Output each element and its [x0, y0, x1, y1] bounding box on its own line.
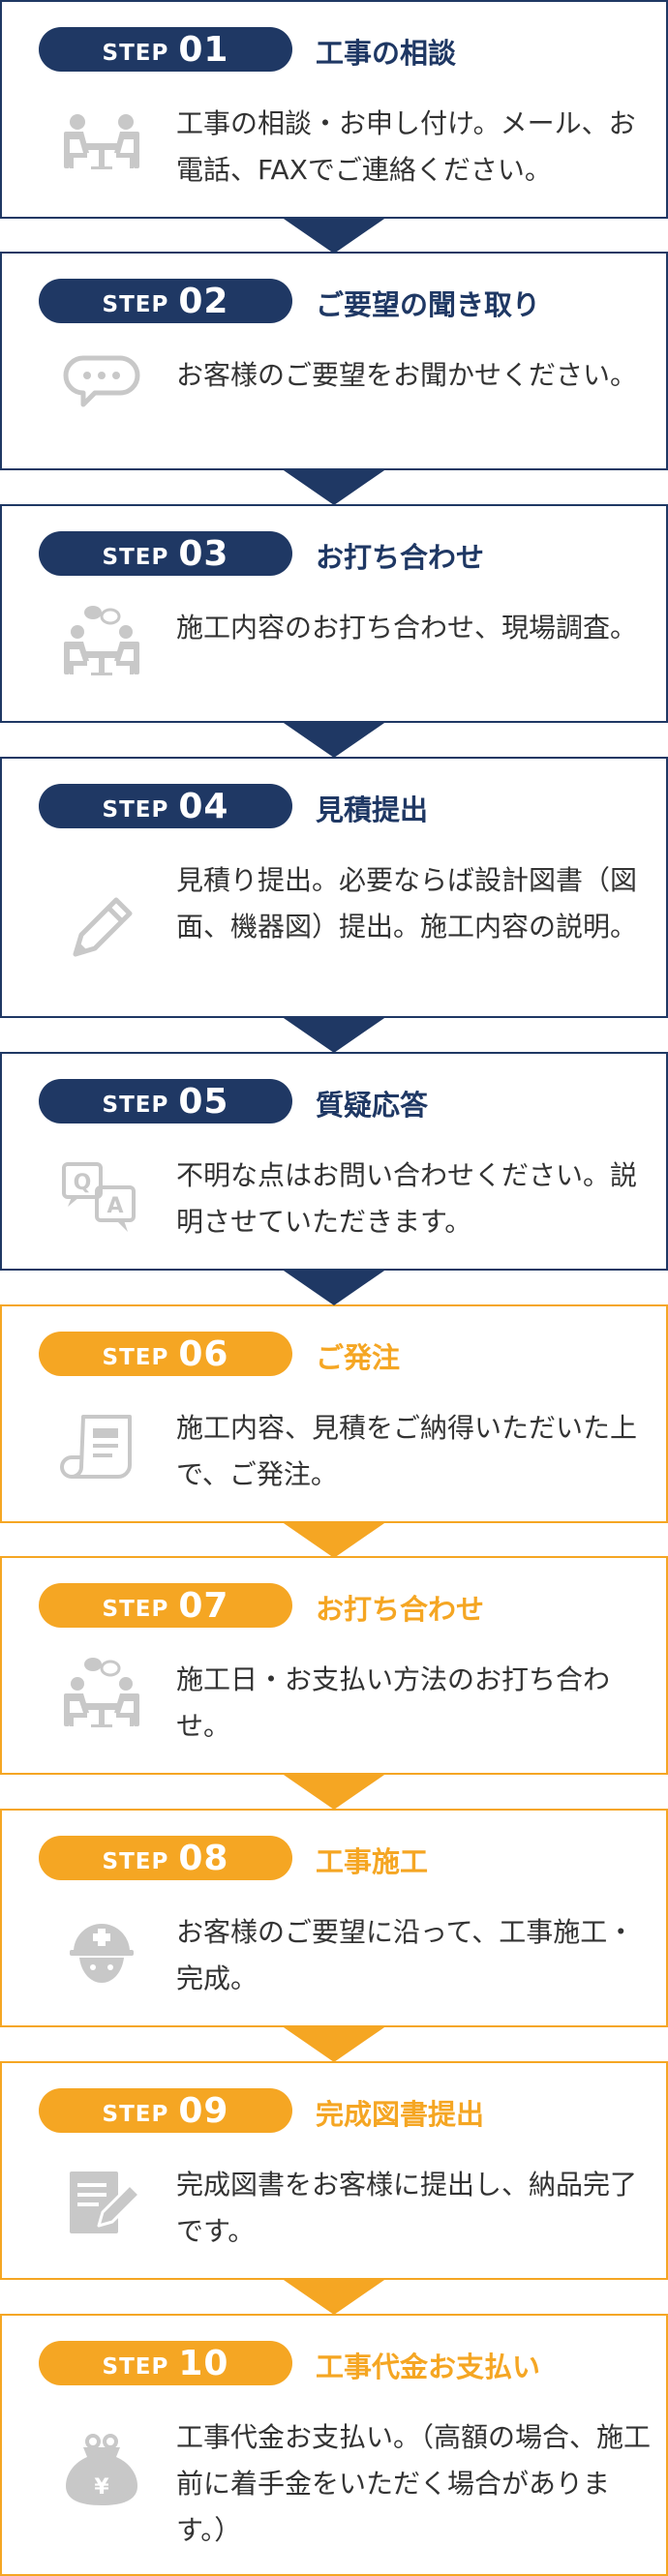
- step-description: 施工内容のお打ち合わせ、現場調査。: [176, 612, 638, 644]
- step-card-09: STEP 09 完成図書提出 完成図書をお客様に提出し、納品完了です。: [0, 2061, 668, 2280]
- step-card-06: STEP 06 ご発注 施工内容、見積をご納得いただいた上で、ご発注。: [0, 1304, 668, 1523]
- step-badge: STEP 06: [39, 1332, 292, 1376]
- step-badge-label: STEP: [102, 545, 169, 570]
- step-badge-number: 04: [178, 786, 229, 826]
- step-badge-number: 09: [178, 2090, 229, 2131]
- step-badge: STEP 08: [39, 1836, 292, 1880]
- step-badge-label: STEP: [102, 1093, 169, 1118]
- step-badge-number: 07: [178, 1585, 229, 1626]
- step-title: 完成図書提出: [316, 2098, 485, 2131]
- yen-purse-icon: ¥: [58, 2430, 145, 2517]
- step-arrow: [281, 721, 387, 758]
- step-description: 不明な点はお問い合わせください。説明させていただきます。: [176, 1159, 638, 1238]
- step-description: 施工日・お支払い方法のお打ち合わせ。: [176, 1663, 611, 1742]
- step-card-05: STEP 05 質疑応答 Q A 不明な点はお問い合わせください。説明させていた…: [0, 1052, 668, 1271]
- step-badge: STEP 03: [39, 531, 292, 576]
- step-badge: STEP 05: [39, 1079, 292, 1123]
- step-badge: STEP 09: [39, 2088, 292, 2133]
- svg-text:A: A: [106, 1194, 123, 1218]
- step-description: 見積り提出。必要ならば設計図書（図面、機器図）提出。施工内容の説明。: [176, 864, 638, 943]
- svg-text:¥: ¥: [94, 2475, 109, 2500]
- step-card-04: STEP 04 見積提出 見積り提出。必要ならば設計図書（図面、機器図）提出。施…: [0, 757, 668, 1018]
- step-description: 工事代金お支払い。（高額の場合、施工前に着手金をいただく場合があります。）: [176, 2421, 652, 2546]
- step-description: 工事の相談・お申し付け。メール、お電話、FAXでご連絡ください。: [176, 107, 636, 186]
- step-badge-number: 05: [178, 1081, 229, 1122]
- step-title: 質疑応答: [316, 1089, 429, 1122]
- step-description: お客様のご要望に沿って、工事施工・完成。: [176, 1916, 635, 1994]
- step-badge-label: STEP: [102, 2102, 169, 2127]
- step-badge-label: STEP: [102, 292, 169, 317]
- step-arrow: [281, 1773, 387, 1810]
- step-arrow: [281, 1016, 387, 1053]
- meeting-talk-icon: [58, 603, 145, 690]
- step-card-08: STEP 08 工事施工 お客様のご要望に沿って、工事施工・完成。: [0, 1809, 668, 2027]
- step-arrow: [281, 2278, 387, 2315]
- meeting-icon: [58, 99, 145, 186]
- step-card-02: STEP 02 ご要望の聞き取り お客様のご要望をお聞かせください。: [0, 252, 668, 470]
- step-title: お打ち合わせ: [316, 1593, 485, 1626]
- step-badge-label: STEP: [102, 1597, 169, 1622]
- step-badge-number: 10: [178, 2343, 229, 2383]
- pencil-icon: [58, 884, 145, 972]
- step-card-07: STEP 07 お打ち合わせ 施工日・お支払い方法のお打ち合わせ。: [0, 1556, 668, 1775]
- step-title: 工事施工: [316, 1845, 429, 1878]
- step-arrow: [281, 2025, 387, 2062]
- helmet-worker-icon: [58, 1907, 145, 1994]
- step-card-03: STEP 03 お打ち合わせ 施工内容のお打ち合わせ、現場調査。: [0, 504, 668, 723]
- svg-text:Q: Q: [74, 1171, 92, 1195]
- step-description: お客様のご要望をお聞かせください。: [176, 359, 638, 391]
- step-arrow: [281, 1521, 387, 1558]
- step-title: ご要望の聞き取り: [316, 288, 541, 321]
- step-badge-number: 01: [178, 29, 229, 70]
- step-badge: STEP 01: [39, 27, 292, 72]
- step-card-01: STEP 01 工事の相談 工事の相談・お申し付け。メール、お電話、FAXでご連…: [0, 0, 668, 219]
- step-badge-label: STEP: [102, 1849, 169, 1874]
- step-badge: STEP 02: [39, 279, 292, 323]
- step-badge-number: 02: [178, 281, 229, 321]
- step-title: 工事の相談: [316, 37, 457, 70]
- document-edit-icon: [58, 2160, 145, 2247]
- step-arrow: [281, 1269, 387, 1305]
- step-badge: STEP 07: [39, 1583, 292, 1628]
- document-scroll-icon: [58, 1405, 145, 1492]
- step-badge-label: STEP: [102, 797, 169, 823]
- step-title: 工事代金お支払い: [316, 2351, 541, 2383]
- step-description: 完成図書をお客様に提出し、納品完了です。: [176, 2169, 638, 2247]
- meeting-talk-icon: [58, 1655, 145, 1742]
- step-badge-number: 08: [178, 1838, 229, 1878]
- step-badge: STEP 10: [39, 2341, 292, 2385]
- step-badge-number: 03: [178, 533, 229, 574]
- step-badge-label: STEP: [102, 1345, 169, 1370]
- step-badge: STEP 04: [39, 784, 292, 828]
- step-arrow: [281, 468, 387, 505]
- step-title: 見積提出: [316, 794, 429, 826]
- step-title: お打ち合わせ: [316, 541, 485, 574]
- step-title: ご発注: [316, 1341, 401, 1374]
- qa-icon: Q A: [58, 1156, 145, 1243]
- step-badge-number: 06: [178, 1333, 229, 1374]
- step-description: 施工内容、見積をご納得いただいた上で、ご発注。: [176, 1412, 638, 1490]
- step-arrow: [281, 217, 387, 254]
- step-badge-label: STEP: [102, 41, 169, 66]
- speech-bubble-icon: [58, 339, 145, 426]
- step-badge-label: STEP: [102, 2354, 169, 2380]
- step-card-10: STEP 10 工事代金お支払い ¥ 工事代金お支払い。（高額の場合、施工前に着…: [0, 2314, 668, 2576]
